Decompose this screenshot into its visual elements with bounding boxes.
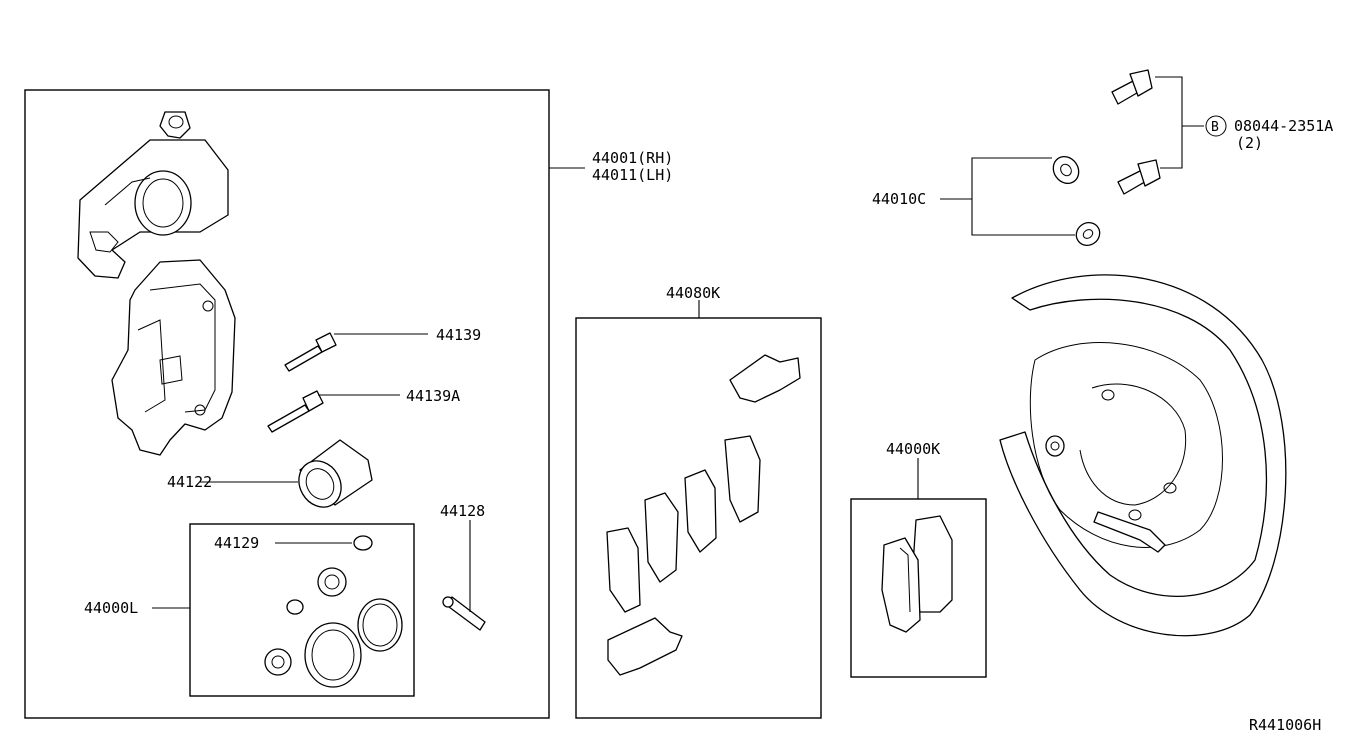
bleeder-screw	[442, 596, 486, 631]
washer	[1052, 155, 1101, 246]
seal-kit-parts	[264, 535, 403, 688]
label-boot: 44129	[214, 534, 259, 552]
label-caliper-lh: 44011(LH)	[592, 166, 673, 184]
seal-kit-box	[189, 523, 415, 697]
label-seal-kit: 44000L	[84, 599, 138, 617]
brake-pads	[881, 515, 953, 633]
diagram-code: R441006H	[1249, 716, 1321, 734]
backing-plate	[999, 274, 1287, 637]
caliper-housing	[77, 111, 229, 279]
label-piston: 44122	[167, 473, 212, 491]
pad-hardware-parts	[606, 354, 801, 676]
label-caliper-rh: 44001(RH)	[592, 149, 673, 167]
label-bleeder: 44128	[440, 502, 485, 520]
caliper-assembly-box	[24, 89, 550, 719]
label-pin-bolt: 44139	[436, 326, 481, 344]
label-bolt-ref-qty: (2)	[1236, 134, 1263, 152]
piston	[298, 439, 373, 508]
pin-bolt-a	[267, 390, 324, 433]
label-pad-hardware: 44080K	[666, 284, 720, 302]
pin-bolt	[284, 332, 337, 372]
label-pad-kit: 44000K	[886, 440, 940, 458]
caliper-bracket	[111, 259, 236, 456]
label-washer: 44010C	[872, 190, 926, 208]
label-ref-marker: B	[1211, 120, 1219, 135]
label-bolt-ref: 08044-2351A	[1234, 117, 1333, 135]
reference-circle	[1205, 115, 1227, 137]
mounting-bolt	[1111, 69, 1161, 195]
label-pin-bolt-a: 44139A	[406, 387, 460, 405]
